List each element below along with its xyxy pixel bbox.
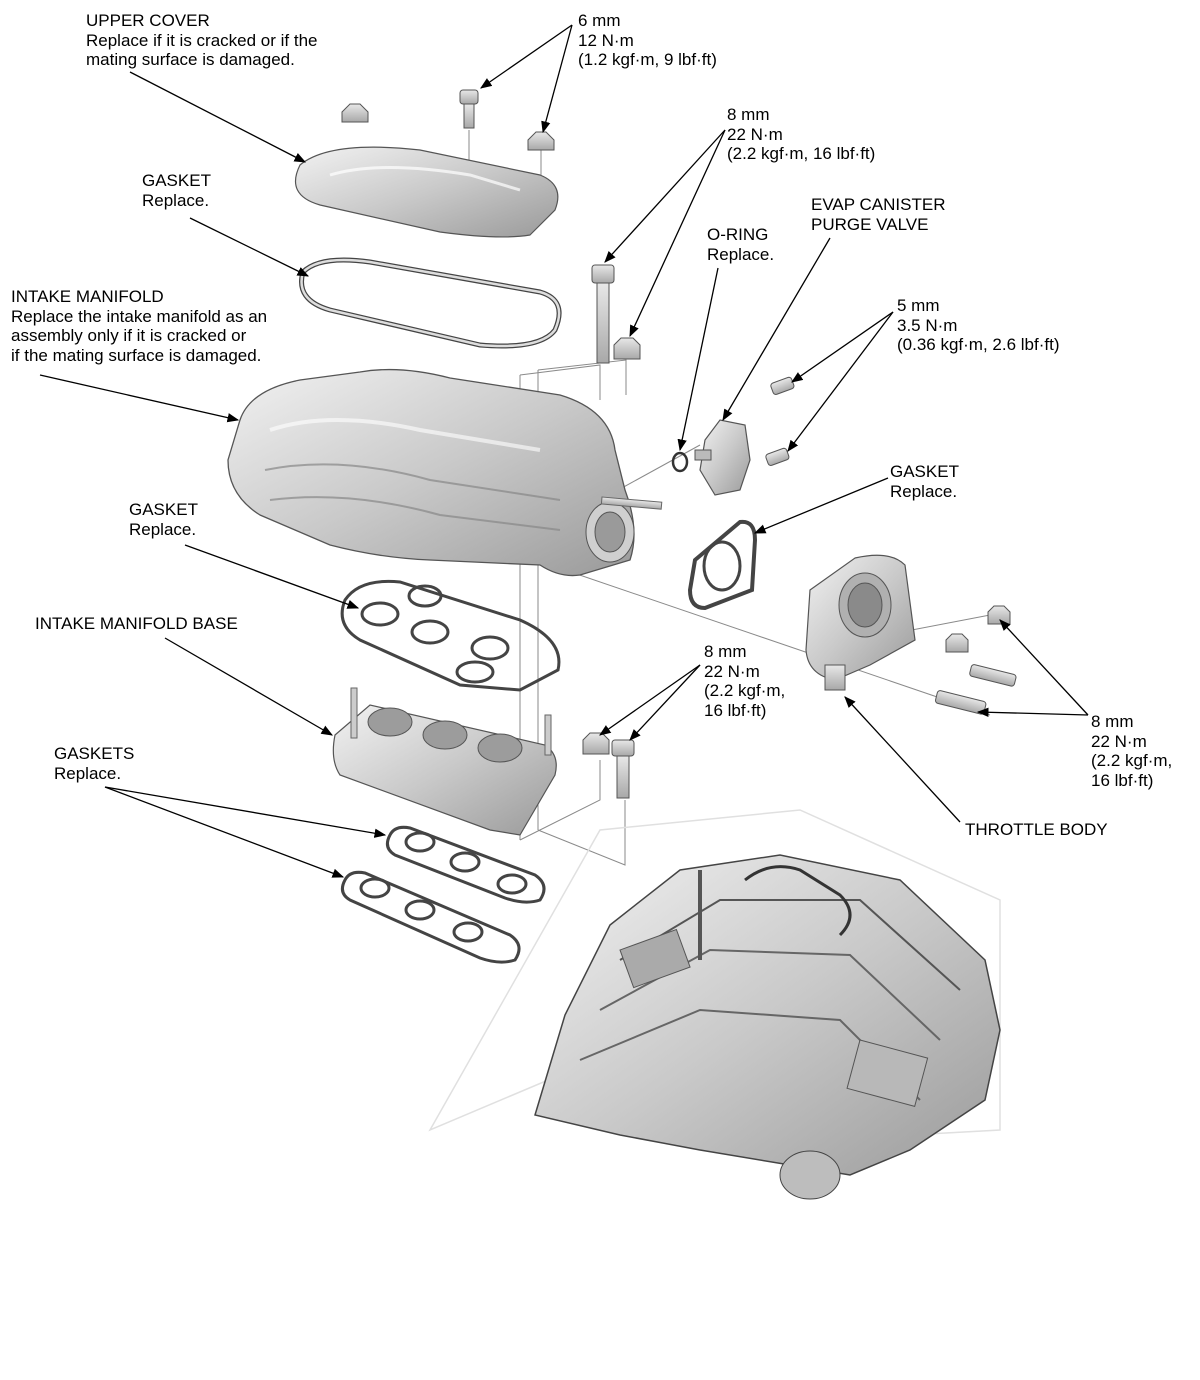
upper-cover-label: UPPER COVER Replace if it is cracked or …	[86, 11, 317, 70]
intake-manifold-note-2: assembly only if it is cracked or	[11, 326, 247, 345]
throttle-bolt-torque-alt-1: (2.2 kgf·m,	[1091, 751, 1173, 770]
purge-valve-part	[694, 419, 751, 496]
intake-manifold-title: INTAKE MANIFOLD	[11, 287, 164, 306]
intake-manifold-note-3: if the mating surface is damaged.	[11, 345, 262, 365]
cover-fasteners	[341, 89, 555, 151]
lower-gaskets-title: GASKETS	[54, 744, 135, 763]
manifold-base-label: INTAKE MANIFOLD BASE	[35, 614, 238, 634]
engine-block-part	[428, 809, 1001, 1200]
middle-gasket-note: Replace.	[129, 519, 197, 539]
cover-bolt-torque-label: 6 mm 12 N·m (1.2 kgf·m, 9 lbf·ft)	[578, 11, 717, 70]
middle-gasket-title: GASKET	[129, 500, 198, 519]
throttle-bolt-torque-label: 8 mm 22 N·m (2.2 kgf·m, 16 lbf·ft)	[1091, 712, 1172, 790]
cover-bolt-torque-alt: (1.2 kgf·m, 9 lbf·ft)	[578, 50, 717, 69]
intake-manifold-base-part	[332, 687, 557, 836]
upper-gasket-label: GASKET Replace.	[142, 171, 211, 210]
upper-cover-note-1: Replace if it is cracked or if the	[86, 30, 318, 50]
lower-gaskets-note: Replace.	[54, 763, 122, 783]
upper-stud-fasteners	[591, 264, 641, 364]
lower-gaskets-part	[340, 825, 546, 964]
base-bolt-torque: 22 N·m	[704, 661, 760, 681]
intake-manifold-note-1: Replace the intake manifold as an	[11, 306, 268, 326]
throttle-gasket-note: Replace.	[890, 481, 958, 501]
o-ring-part	[671, 451, 689, 473]
upper-cover-note-2: mating surface is damaged.	[86, 50, 295, 69]
throttle-bolt-torque-alt-2: 16 lbf·ft)	[1091, 770, 1154, 790]
cover-bolt-size: 6 mm	[578, 11, 621, 30]
middle-gasket-label: GASKET Replace.	[129, 500, 198, 539]
cover-bolt-torque: 12 N·m	[578, 30, 634, 50]
throttle-gasket-title: GASKET	[890, 462, 959, 481]
upper-stud-size: 8 mm	[727, 105, 770, 124]
throttle-bolt-torque: 22 N·m	[1091, 731, 1147, 751]
throttle-body-label: THROTTLE BODY	[965, 820, 1108, 840]
valve-bolt-torque-alt: (0.36 kgf·m, 2.6 lbf·ft)	[897, 335, 1060, 354]
throttle-body-title: THROTTLE BODY	[965, 820, 1108, 839]
middle-gasket-part	[340, 579, 561, 692]
evap-valve-line-2: PURGE VALVE	[811, 214, 929, 234]
leader-lines	[39, 24, 1089, 878]
evap-valve-line-1: EVAP CANISTER	[811, 195, 946, 214]
valve-bolts	[765, 376, 795, 466]
base-bolt-size: 8 mm	[704, 642, 747, 661]
throttle-gasket-label: GASKET Replace.	[890, 462, 959, 501]
upper-stud-torque-alt: (2.2 kgf·m, 16 lbf·ft)	[727, 144, 876, 163]
upper-gasket-part	[299, 257, 562, 349]
valve-bolt-size: 5 mm	[897, 296, 940, 315]
upper-gasket-note: Replace.	[142, 190, 210, 210]
o-ring-label: O-RING Replace.	[707, 225, 774, 264]
intake-manifold-label: INTAKE MANIFOLD Replace the intake manif…	[11, 287, 267, 365]
throttle-bolt-size: 8 mm	[1091, 712, 1134, 731]
valve-bolt-torque-label: 5 mm 3.5 N·m (0.36 kgf·m, 2.6 lbf·ft)	[897, 296, 1060, 355]
upper-cover-title: UPPER COVER	[86, 11, 210, 30]
upper-stud-torque: 22 N·m	[727, 124, 783, 144]
evap-valve-label: EVAP CANISTER PURGE VALVE	[811, 195, 945, 234]
valve-bolt-torque: 3.5 N·m	[897, 315, 958, 335]
base-bolt-torque-label: 8 mm 22 N·m (2.2 kgf·m, 16 lbf·ft)	[704, 642, 785, 720]
o-ring-title: O-RING	[707, 225, 769, 244]
base-bolt-torque-alt-1: (2.2 kgf·m,	[704, 681, 786, 700]
upper-stud-torque-label: 8 mm 22 N·m (2.2 kgf·m, 16 lbf·ft)	[727, 105, 875, 164]
base-bolt-torque-alt-2: 16 lbf·ft)	[704, 700, 767, 720]
o-ring-note: Replace.	[707, 244, 775, 264]
upper-gasket-title: GASKET	[142, 171, 211, 190]
manifold-base-title: INTAKE MANIFOLD BASE	[35, 614, 238, 633]
upper-cover-part	[295, 146, 559, 238]
intake-manifold-part	[227, 368, 663, 577]
throttle-fasteners	[934, 605, 1017, 715]
base-fasteners	[582, 732, 635, 799]
throttle-gasket-part	[687, 519, 758, 611]
throttle-body-part	[805, 554, 916, 691]
lower-gaskets-label: GASKETS Replace.	[54, 744, 134, 783]
